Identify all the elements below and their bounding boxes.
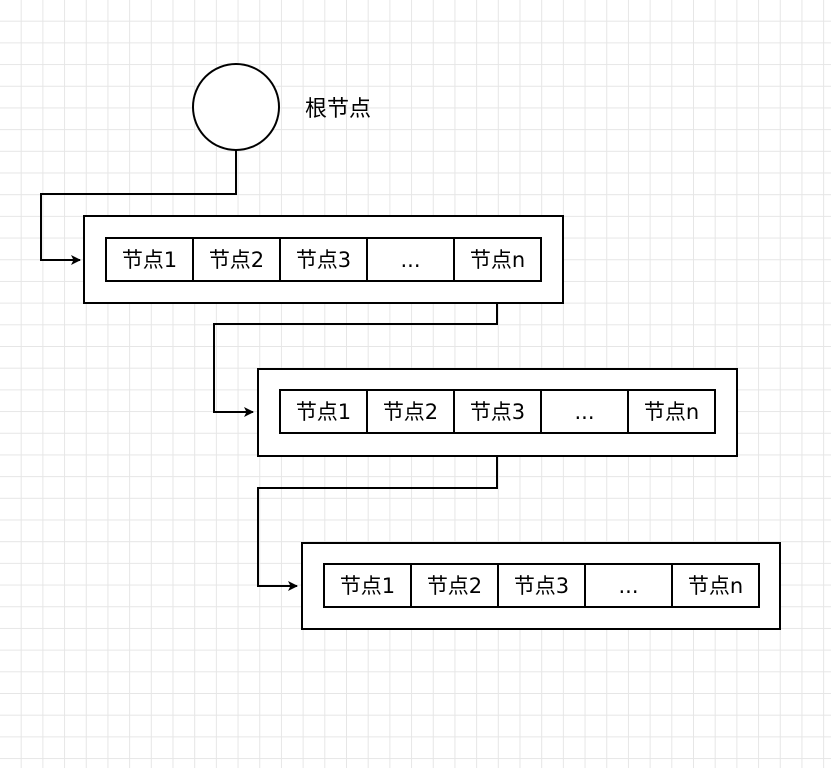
level-2-cell-3-label: 节点3 xyxy=(470,400,525,424)
level-1-cell-1: 节点1 xyxy=(105,237,194,282)
level-2-cell-4-label: ... xyxy=(574,400,594,424)
level-3-cell-1-label: 节点1 xyxy=(340,574,395,598)
root-node-label: 根节点 xyxy=(305,97,371,122)
level-3-cell-5-label: 节点n xyxy=(688,574,743,598)
level-2-node: 节点1 节点2 节点3 ... 节点n xyxy=(257,368,738,457)
level-1-cell-4-label: ... xyxy=(400,248,420,272)
level-1-cell-4: ... xyxy=(366,237,455,282)
root-node: 根节点 xyxy=(192,63,371,151)
level-2-cell-2: 节点2 xyxy=(366,389,455,434)
level-3-cell-3: 节点3 xyxy=(497,563,586,608)
level-1-cell-1-label: 节点1 xyxy=(122,248,177,272)
level-3-cell-5: 节点n xyxy=(671,563,760,608)
level-3-cell-2: 节点2 xyxy=(410,563,499,608)
level-2-cell-4: ... xyxy=(540,389,629,434)
connector-level-2-to-level-3 xyxy=(257,433,498,591)
level-2-cell-2-label: 节点2 xyxy=(383,400,438,424)
level-3-cell-2-label: 节点2 xyxy=(427,574,482,598)
level-3-cell-4-label: ... xyxy=(618,574,638,598)
level-3-node: 节点1 节点2 节点3 ... 节点n xyxy=(301,542,781,630)
level-1-cell-5: 节点n xyxy=(453,237,542,282)
level-1-cell-3-label: 节点3 xyxy=(296,248,351,272)
level-1-cell-5-label: 节点n xyxy=(470,248,525,272)
level-1-cell-3: 节点3 xyxy=(279,237,368,282)
connector-root-to-level-1 xyxy=(40,150,237,265)
level-2-cell-1: 节点1 xyxy=(279,389,368,434)
level-2-cell-1-label: 节点1 xyxy=(296,400,351,424)
level-2-cell-5: 节点n xyxy=(627,389,716,434)
level-3-cell-1: 节点1 xyxy=(323,563,412,608)
root-node-circle xyxy=(192,63,280,151)
level-3-cell-4: ... xyxy=(584,563,673,608)
level-2-cell-5-label: 节点n xyxy=(644,400,699,424)
level-1-node: 节点1 节点2 节点3 ... 节点n xyxy=(83,215,564,304)
level-1-cell-2: 节点2 xyxy=(192,237,281,282)
level-3-cell-3-label: 节点3 xyxy=(514,574,569,598)
connector-level-1-to-level-2 xyxy=(213,281,498,417)
level-2-cell-3: 节点3 xyxy=(453,389,542,434)
level-1-cell-2-label: 节点2 xyxy=(209,248,264,272)
